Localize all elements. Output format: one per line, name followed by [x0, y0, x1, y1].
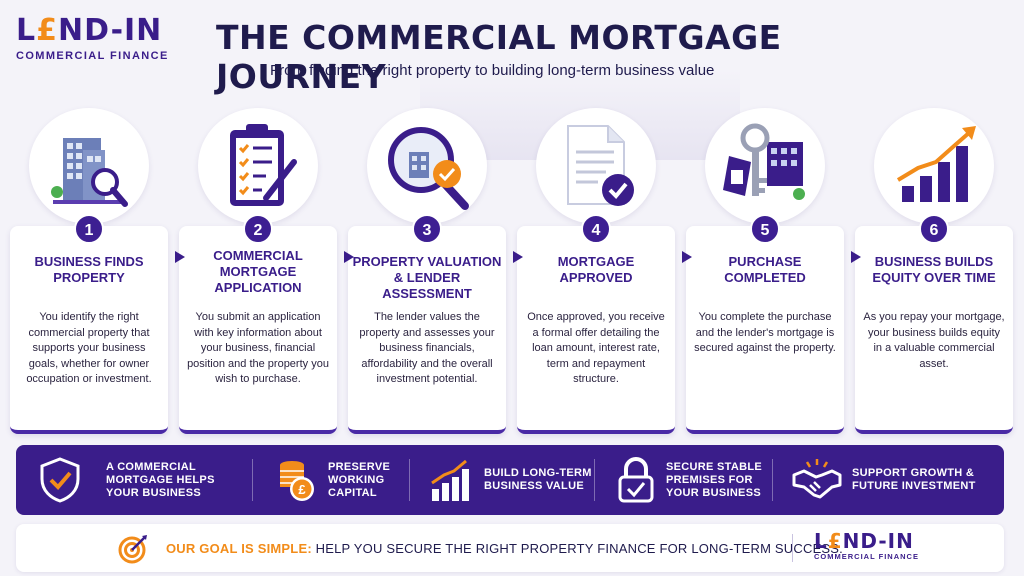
page-title: THE COMMERCIAL MORTGAGE JOURNEY	[216, 18, 782, 96]
step-title: PURCHASE COMPLETED	[724, 254, 806, 285]
shield-check-icon	[40, 457, 80, 503]
growth-chart-icon	[896, 126, 976, 202]
step-description: The lender values the property and asses…	[359, 311, 495, 385]
document-approved-icon	[567, 125, 634, 206]
magnifier-check-icon	[388, 127, 469, 210]
divider	[252, 459, 253, 501]
step-2: COMMERCIAL MORTGAGE APPLICATION You subm…	[179, 100, 337, 436]
divider	[409, 459, 410, 501]
step-icon-circle	[367, 108, 487, 224]
divider	[772, 459, 773, 501]
step-6: BUSINESS BUILDS EQUITY OVER TIME As you …	[855, 100, 1013, 436]
step-description: As you repay your mortgage, your busines…	[863, 311, 1005, 370]
benefit-item: A COMMERCIAL MORTGAGE HELPS YOUR BUSINES…	[16, 445, 236, 515]
step-3: PROPERTY VALUATION & LENDER ASSESSMENT T…	[348, 100, 506, 436]
divider	[594, 459, 595, 501]
step-number: 4	[581, 214, 611, 244]
journey-steps: BUSINESS FINDS PROPERTY You identify the…	[10, 100, 1014, 436]
benefits-bar: A COMMERCIAL MORTGAGE HELPS YOUR BUSINES…	[16, 445, 1004, 515]
benefit-line: SUPPORT GROWTH &	[852, 467, 975, 479]
arrow-right-icon	[851, 251, 861, 263]
benefit-line: BUSINESS VALUE	[484, 480, 584, 492]
clipboard-checklist-icon	[230, 124, 297, 206]
arrow-right-icon	[344, 251, 354, 263]
building-search-icon	[51, 138, 128, 207]
step-description: You complete the purchase and the lender…	[694, 311, 836, 354]
goal-highlight: OUR GOAL IS SIMPLE:	[166, 541, 312, 556]
logo-tagline: COMMERCIAL FINANCE	[16, 50, 169, 62]
benefit-item: £ PRESERVE WORKING CAPITAL	[256, 445, 406, 515]
step-title: MORTGAGE APPROVED	[557, 254, 635, 285]
benefit-line: YOUR BUSINESS	[106, 487, 201, 499]
step-title: COMMERCIAL MORTGAGE APPLICATION	[213, 248, 303, 295]
benefit-line: PREMISES FOR	[666, 474, 753, 486]
page-subtitle: From finding the right property to build…	[270, 62, 715, 79]
divider	[792, 534, 793, 562]
step-icon-circle	[705, 108, 825, 224]
padlock-icon	[618, 457, 654, 503]
step-description: You submit an application with key infor…	[187, 311, 329, 385]
step-card: MORTGAGE APPROVED Once approved, you rec…	[517, 226, 675, 434]
step-card: PURCHASE COMPLETED You complete the purc…	[686, 226, 844, 434]
logo-wordmark: L£ND-IN	[814, 529, 914, 553]
benefit-line: WORKING	[328, 474, 385, 486]
bar-growth-icon	[431, 459, 469, 501]
step-number: 3	[412, 214, 442, 244]
benefit-item: BUILD LONG-TERM BUSINESS VALUE	[412, 445, 592, 515]
step-title: PROPERTY VALUATION & LENDER ASSESSMENT	[352, 254, 502, 301]
step-card: COMMERCIAL MORTGAGE APPLICATION You subm…	[179, 226, 337, 434]
step-number: 1	[74, 214, 104, 244]
step-card: PROPERTY VALUATION & LENDER ASSESSMENT T…	[348, 226, 506, 434]
arrow-right-icon	[682, 251, 692, 263]
goal-statement: OUR GOAL IS SIMPLE: HELP YOU SECURE THE …	[166, 541, 843, 556]
step-description: Once approved, you receive a formal offe…	[527, 311, 665, 385]
step-icon-circle	[29, 108, 149, 224]
handshake-icon	[792, 459, 842, 499]
step-4: MORTGAGE APPROVED Once approved, you rec…	[517, 100, 675, 436]
step-icon-circle	[874, 108, 994, 224]
benefit-item: SECURE STABLE PREMISES FOR YOUR BUSINESS	[598, 445, 768, 515]
step-icon-circle	[536, 108, 656, 224]
logo-tagline: COMMERCIAL FINANCE	[814, 552, 919, 561]
benefit-line: FUTURE INVESTMENT	[852, 480, 976, 492]
coins-icon: £	[280, 461, 314, 501]
arrow-right-icon	[175, 251, 185, 263]
svg-text:£: £	[298, 482, 306, 497]
step-5: PURCHASE COMPLETED You complete the purc…	[686, 100, 844, 436]
benefit-item: SUPPORT GROWTH & FUTURE INVESTMENT	[776, 445, 1004, 515]
keys-building-icon	[723, 123, 805, 200]
step-description: You identify the right commercial proper…	[26, 311, 152, 385]
goal-text: HELP YOU SECURE THE RIGHT PROPERTY FINAN…	[311, 541, 843, 556]
target-icon	[118, 535, 147, 564]
step-number: 5	[750, 214, 780, 244]
goal-banner: OUR GOAL IS SIMPLE: HELP YOU SECURE THE …	[16, 524, 1004, 572]
step-icon-circle	[198, 108, 318, 224]
benefit-line: SECURE STABLE	[666, 461, 762, 473]
footer-logo: L£ND-IN COMMERCIAL FINANCE	[814, 530, 919, 561]
benefit-line: YOUR BUSINESS	[666, 487, 761, 499]
step-card: BUSINESS BUILDS EQUITY OVER TIME As you …	[855, 226, 1013, 434]
benefit-line: CAPITAL	[328, 487, 377, 499]
logo-wordmark: L£ND-IN	[16, 13, 163, 48]
arrow-right-icon	[513, 251, 523, 263]
step-title: BUSINESS BUILDS EQUITY OVER TIME	[872, 254, 996, 285]
benefit-line: PRESERVE	[328, 461, 391, 473]
benefit-line: MORTGAGE HELPS	[106, 474, 215, 486]
step-card: BUSINESS FINDS PROPERTY You identify the…	[10, 226, 168, 434]
brand-logo: L£ND-IN COMMERCIAL FINANCE	[16, 13, 186, 63]
benefit-line: BUILD LONG-TERM	[484, 467, 592, 479]
step-number: 6	[919, 214, 949, 244]
step-number: 2	[243, 214, 273, 244]
benefit-line: A COMMERCIAL	[106, 461, 196, 473]
step-1: BUSINESS FINDS PROPERTY You identify the…	[10, 100, 168, 436]
step-title: BUSINESS FINDS PROPERTY	[34, 254, 144, 285]
